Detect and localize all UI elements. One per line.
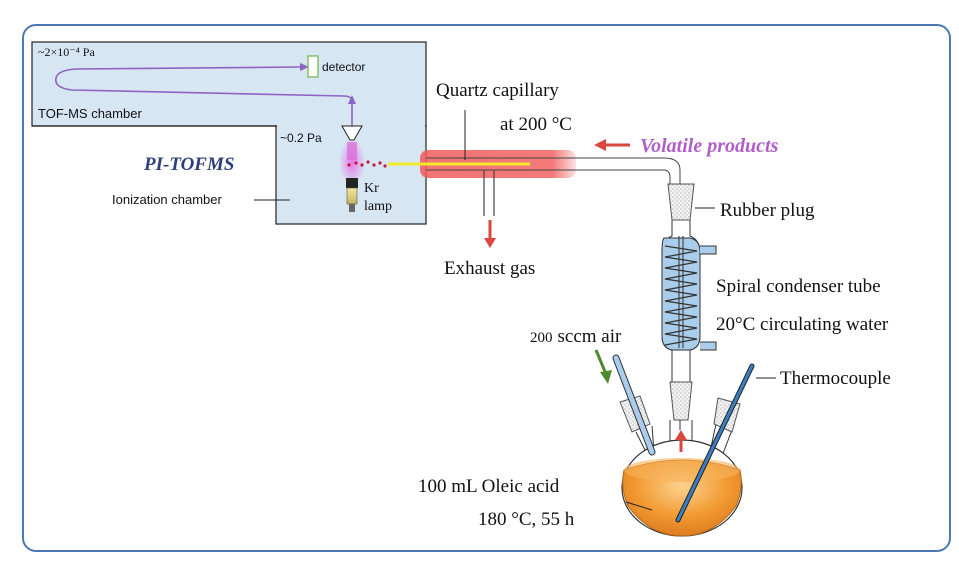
flask-label-2: 180 °C, 55 h [478, 509, 575, 530]
spiral-condenser [661, 220, 717, 382]
detector-box [307, 55, 319, 78]
vapor-arrow [675, 430, 687, 440]
top-rubber-plug [667, 183, 695, 221]
ion-flight-path [55, 66, 353, 140]
pressure-ion-label: ~0.2 Pa [280, 131, 322, 145]
exhaust-arrow [484, 238, 496, 248]
capillary-label-2: at 200 °C [500, 114, 572, 135]
exhaust-gas-label: Exhaust gas [444, 258, 535, 279]
rubber-plug-label: Rubber plug [720, 200, 815, 221]
condenser-label-1: Spiral condenser tube [716, 276, 881, 297]
ion-arrowhead-detector [300, 63, 309, 71]
air-flow-arrow [600, 370, 612, 384]
kr-label: Kr [364, 181, 379, 196]
tof-ms-chamber-label: TOF-MS chamber [38, 106, 142, 121]
thermocouple-label: Thermocouple [780, 368, 891, 389]
ion-arrowhead-up [348, 95, 356, 104]
diagram-frame [22, 24, 951, 552]
condenser-label-2: 20°C circulating water [716, 314, 889, 335]
volatile-arrow [594, 139, 606, 151]
kr-lamp [346, 178, 358, 212]
ionization-chamber-label: Ionization chamber [112, 192, 223, 207]
exhaust-tube [483, 170, 495, 216]
tof-ms-chamber [31, 41, 427, 127]
volatile-products-label: Volatile products [640, 135, 779, 157]
flask-label-1: 100 mL Oleic acid [418, 476, 560, 497]
ion-dots [347, 160, 387, 168]
pi-tofms-title: PI-TOFMS [143, 154, 234, 175]
ionization-glow [339, 138, 365, 186]
capillary-label-1: Quartz capillary [436, 80, 559, 101]
detector-label: detector [322, 60, 365, 74]
lamp-label: lamp [364, 199, 392, 214]
middle-plug [669, 381, 693, 421]
pressure-top-label: ~2×10⁻⁴ Pa [38, 45, 95, 59]
flask-pointer [625, 501, 653, 511]
